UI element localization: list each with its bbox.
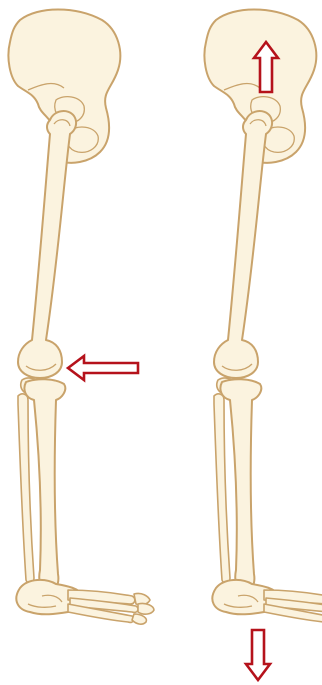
down-arrow-icon	[246, 630, 270, 680]
left-leg-skeleton	[8, 10, 154, 625]
left-arrow-icon	[68, 356, 138, 380]
right-leg-skeleton	[204, 10, 322, 625]
